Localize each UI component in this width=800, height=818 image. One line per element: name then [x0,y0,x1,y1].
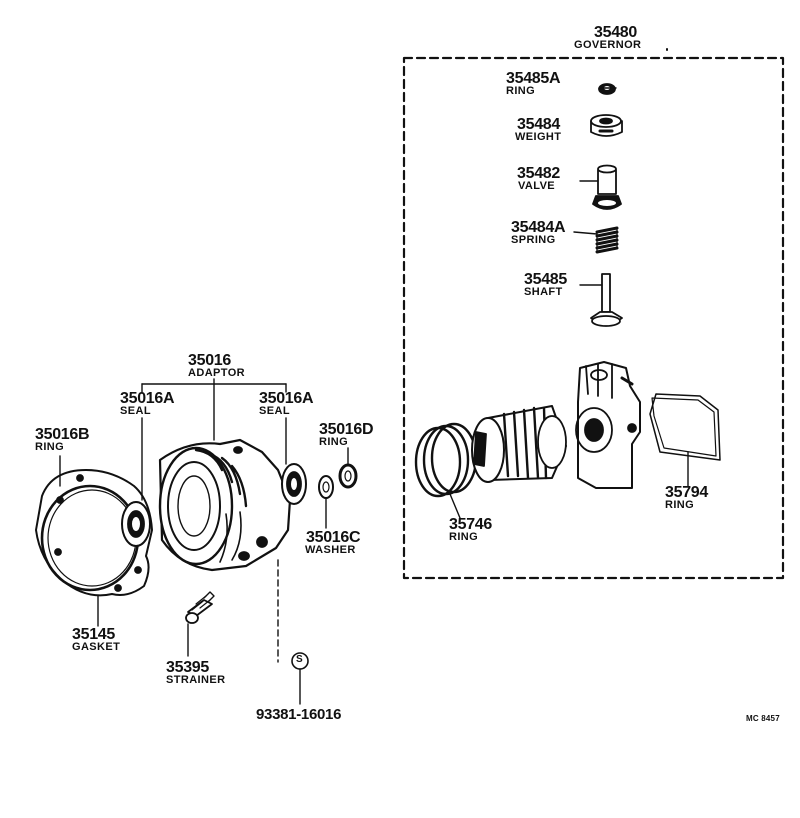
ring-35016d-drawing [338,463,358,489]
weight-35484-drawing [590,114,623,137]
ring-35746-drawing [414,422,478,498]
gasket-name: GASKET [72,641,121,653]
ring-35016b-number: 35016B [35,426,90,443]
seal-right-number: 35016A [259,390,314,407]
ring-35485a-number: 35485A [506,70,561,87]
governor-number: 35480 [594,24,637,41]
adaptor-name: ADAPTOR [188,367,245,379]
washer-number: 35016C [306,529,361,546]
ring-35016d-name: RING [319,436,349,448]
washer-35016c-drawing [318,475,334,499]
diagram-code: MC 8457 [746,714,780,723]
ring-35746-number: 35746 [449,516,492,533]
shaft-35485-drawing [590,273,623,327]
valve-name: VALVE [518,180,556,192]
spring-number: 35484A [511,219,566,236]
ring-35746-name: RING [449,531,479,543]
valve-35482-drawing [592,164,622,210]
strainer-35395-drawing [185,591,215,624]
seal-left-name: SEAL [120,405,151,417]
bolt-symbol-label: S [296,654,304,665]
gasket-number: 35145 [72,626,115,643]
strainer-number: 35395 [166,659,209,676]
seal-left-number: 35016A [120,390,175,407]
adaptor-35016-drawing [158,438,292,572]
shaft-name: SHAFT [524,286,563,298]
seal-right-name: SEAL [259,405,290,417]
shaft-number: 35485 [524,271,567,288]
governor-name: GOVERNOR [574,39,642,51]
washer-name: WASHER [305,544,356,556]
bolt-number: 93381-16016 [256,706,342,723]
ring-35016d-number: 35016D [319,421,374,438]
weight-name: WEIGHT [515,131,562,143]
governor-group-frame [402,56,785,580]
seal-35016a-left-drawing [121,501,151,547]
seal-35016a-right-drawing [281,463,307,505]
ring-35794-name: RING [665,499,695,511]
ring-35485a-name: RING [506,85,536,97]
adaptor-number: 35016 [188,352,231,369]
spring-name: SPRING [511,234,556,246]
spring-35484a-drawing [595,226,619,254]
governor-body-drawing [575,361,641,489]
ring-35016b-name: RING [35,441,65,453]
weight-number: 35484 [517,116,560,133]
ring-35794-drawing [649,393,721,461]
ring-35485a-drawing [598,83,616,95]
ring-35794-number: 35794 [665,484,708,501]
governor-drum-drawing [471,405,567,483]
leader-lines [59,87,689,705]
valve-number: 35482 [517,165,560,182]
strainer-name: STRAINER [166,674,226,686]
